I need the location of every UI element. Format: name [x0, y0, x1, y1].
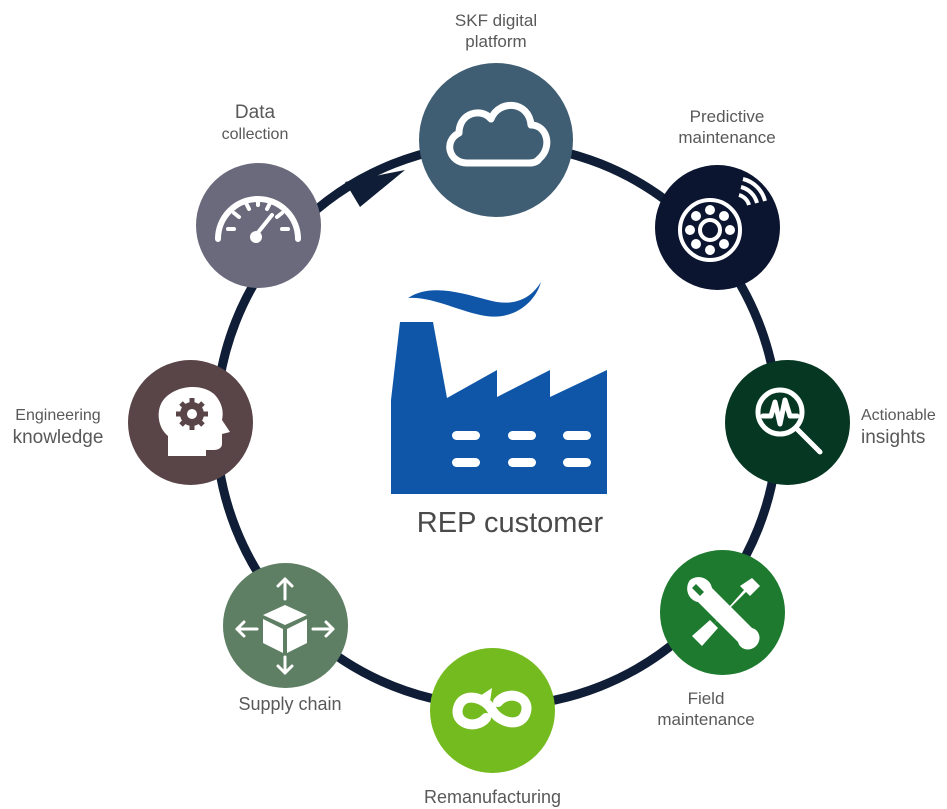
- box-arrows-icon: [235, 577, 335, 675]
- node-engineering-knowledge: [128, 360, 253, 485]
- node-supply-chain: [223, 563, 348, 688]
- wrench-screwdriver-icon: [687, 577, 760, 650]
- label-supply-chain: Supply chain: [238, 694, 342, 714]
- bearing-signal-icon: [678, 177, 767, 262]
- node-digital-platform: [419, 63, 573, 217]
- label-predictive-maintenance: Predictive maintenance: [678, 107, 776, 148]
- label-data-collection: Data collection: [221, 102, 289, 143]
- infinity-loop-icon: [452, 688, 532, 730]
- magnifier-signal-icon: [755, 387, 823, 455]
- gauge-icon: [215, 196, 301, 243]
- head-gear-icon: [158, 387, 230, 456]
- label-digital-platform: SKF digital platform: [454, 11, 538, 52]
- label-field-maintenance: Field maintenance: [657, 689, 755, 730]
- cloud-icon: [446, 101, 551, 167]
- node-field-maintenance: [660, 550, 785, 675]
- node-data-collection: [196, 163, 321, 288]
- label-engineering-knowledge: Engineering knowledge: [12, 407, 104, 448]
- node-actionable-insights: [725, 360, 850, 485]
- node-predictive-maintenance: [655, 165, 780, 290]
- node-remanufacturing: [430, 648, 555, 773]
- center-label: REP customer: [416, 507, 604, 539]
- cycle-arrowhead: [345, 170, 405, 207]
- label-remanufacturing: Remanufacturing: [423, 787, 562, 807]
- label-actionable-insights: Actionable insights: [861, 407, 936, 448]
